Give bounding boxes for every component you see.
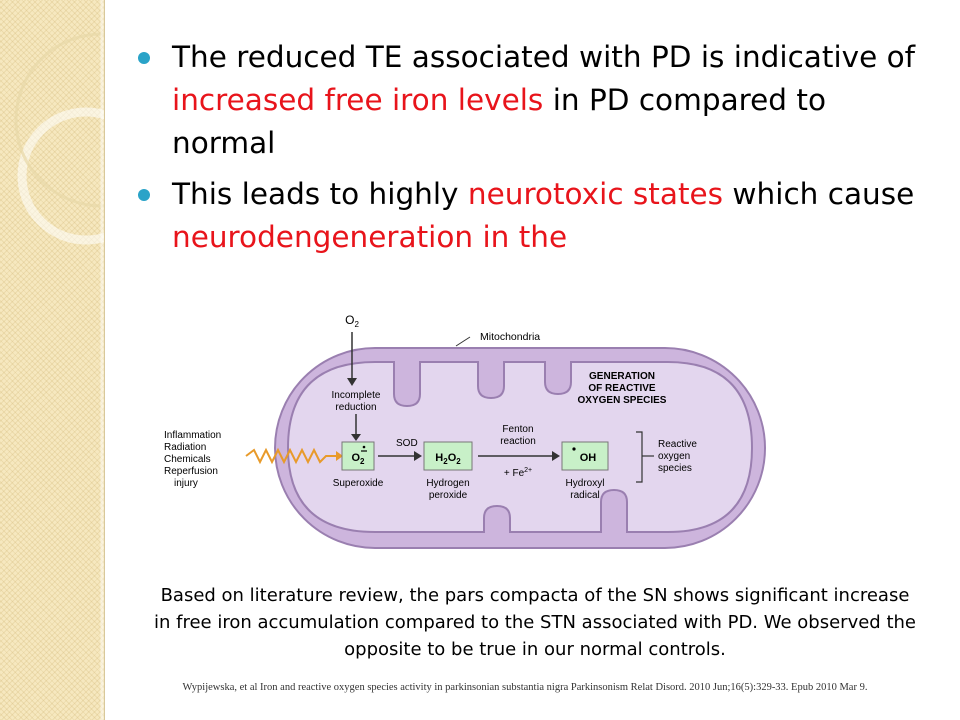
bullet-icon <box>138 189 150 201</box>
hydroxyl-label-1: Hydroxyl <box>566 478 605 489</box>
sod-arrow-head <box>414 451 422 461</box>
citation: Wypijewska, et al Iron and reactive oxyg… <box>182 682 868 693</box>
hydroxyl-radical-box <box>561 441 609 471</box>
cause-radiation: Radiation <box>164 442 206 453</box>
radical-dot <box>362 445 366 449</box>
incomplete-reduction-line-2: reduction <box>335 402 376 413</box>
bullet-1-text: The reduced TE associated with PD is ind… <box>172 40 916 74</box>
figure-caption: Based on literature review, the pars com… <box>153 585 916 660</box>
decorative-circles <box>14 0 104 720</box>
iron-label: + Fe2+ <box>504 467 532 479</box>
generation-title-line-2: OF REACTIVE <box>588 383 656 394</box>
mitochondrion-inner-membrane <box>286 361 754 533</box>
fenton-label-2: reaction <box>500 436 536 447</box>
hydrogen-peroxide-label-1: Hydrogen <box>426 478 469 489</box>
ros-label-2: oxygen <box>658 451 690 462</box>
h2o2-formula: H2O2 <box>435 452 461 466</box>
fenton-label-1: Fenton <box>502 424 533 435</box>
mitochondria-label: Mitochondria <box>480 331 540 343</box>
hydrogen-peroxide-label-2: peroxide <box>429 490 468 501</box>
bullet-icon <box>138 52 150 64</box>
cause-inflammation: Inflammation <box>164 430 221 441</box>
cause-reperfusion: Reperfusion <box>164 466 218 477</box>
superoxide-formula: O2 <box>351 452 365 466</box>
o2-top-label: O2 <box>345 313 359 329</box>
superoxide-label: Superoxide <box>333 478 384 489</box>
bullet-1-highlight: increased free iron levels <box>172 83 544 117</box>
cause-chemicals: Chemicals <box>164 454 211 465</box>
mitochondria-pointer <box>455 336 471 347</box>
hydroxyl-label-2: radical <box>570 490 599 501</box>
cause-injury: injury <box>174 478 198 489</box>
bullet-2-text-middle: which cause <box>723 177 915 211</box>
generation-title-line-1: GENERATION <box>589 371 655 382</box>
generation-title-line-3: OXYGEN SPECIES <box>578 395 667 406</box>
bullet-2-highlight-2: neurodengeneration in the <box>172 220 568 254</box>
fenton-arrow-head <box>552 451 560 461</box>
bullet-2-text: This leads to highly <box>172 177 468 211</box>
bullet-item-2: This leads to highly neurotoxic states w… <box>138 173 928 259</box>
decorative-sidebar <box>0 0 105 720</box>
mitochondria-ros-diagram: O2 Mitochondria GENERATION OF REACTIVE O… <box>164 313 766 549</box>
superoxide-box <box>341 441 375 471</box>
bullet-item-1: The reduced TE associated with PD is ind… <box>138 36 928 165</box>
bullet-2-highlight: neurotoxic states <box>467 177 724 211</box>
ros-label-3: species <box>658 463 692 474</box>
bullet-1-text-end: in PD compared to normal <box>172 83 826 160</box>
bullet-list: The reduced TE associated with PD is ind… <box>138 36 928 267</box>
ros-bracket <box>636 431 643 483</box>
incomplete-reduction-line-1: Incomplete <box>332 390 381 401</box>
oh-formula: OH <box>580 452 597 464</box>
ros-label-1: Reactive <box>658 439 697 450</box>
lightning-bolt-icon <box>245 447 336 465</box>
o2-arrow-head <box>347 378 357 386</box>
hydrogen-peroxide-box <box>423 441 473 471</box>
hydroxyl-dot <box>572 447 576 451</box>
sod-label: SOD <box>396 438 418 449</box>
lightning-arrow-head <box>336 451 343 461</box>
reduction-arrow-head <box>351 434 361 441</box>
